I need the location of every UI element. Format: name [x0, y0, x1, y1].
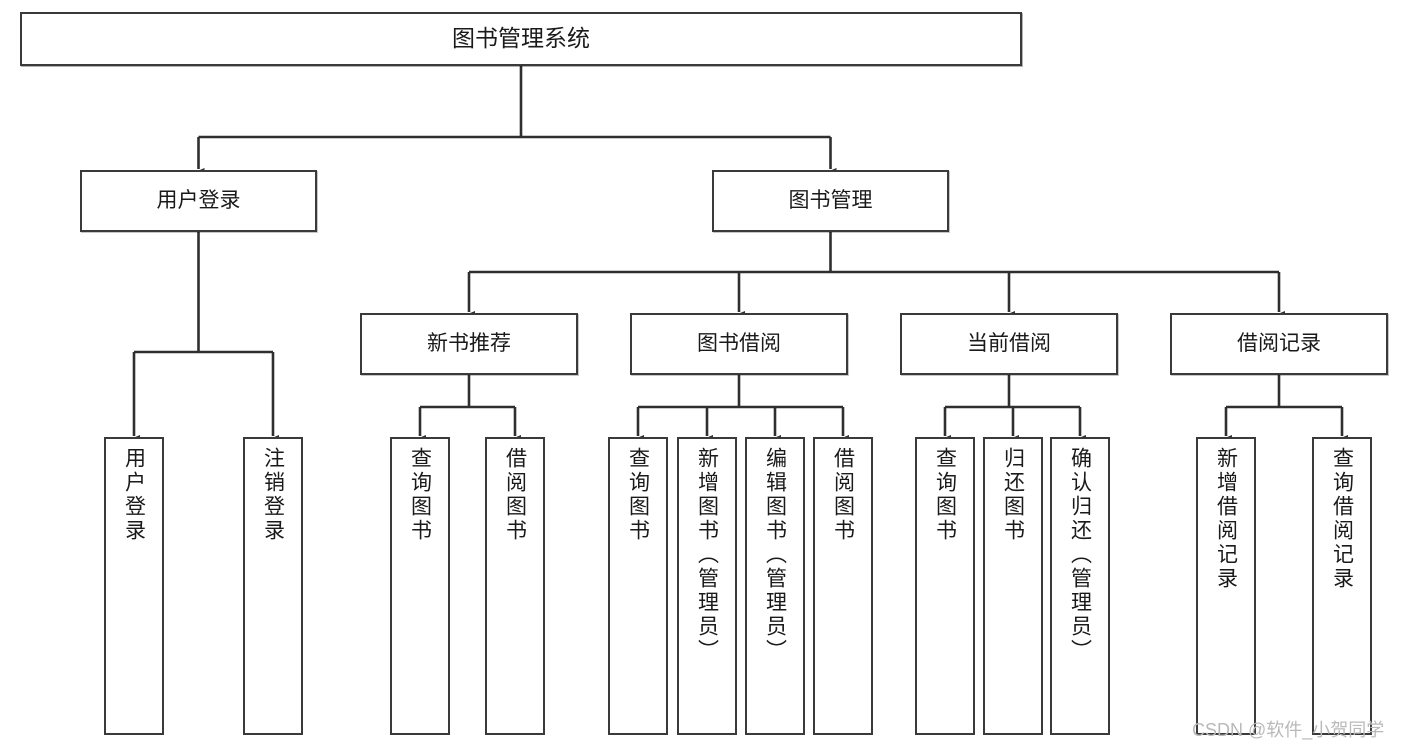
node-leaf-borrow-book-label: 借阅图书: [831, 447, 855, 543]
node-leaf-user-login[interactable]: 用户登录: [104, 437, 164, 735]
node-book-management[interactable]: 图书管理: [712, 170, 949, 232]
node-current-borrow[interactable]: 当前借阅: [900, 313, 1118, 375]
node-borrow-record[interactable]: 借阅记录: [1170, 313, 1388, 375]
node-leaf-borrow-book-recommend[interactable]: 借阅图书: [485, 437, 545, 735]
node-leaf-query-book-borrow[interactable]: 查询图书: [608, 437, 668, 735]
node-leaf-edit-book-admin-label: 编辑图书（管理员）: [763, 447, 787, 663]
node-leaf-query-borrow-record[interactable]: 查询借阅记录: [1312, 437, 1372, 735]
node-current-borrow-label: 当前借阅: [967, 331, 1051, 355]
node-leaf-add-book-admin[interactable]: 新增图书（管理员）: [677, 437, 737, 735]
node-root-system[interactable]: 图书管理系统: [20, 12, 1022, 66]
node-leaf-user-login-label: 用户登录: [122, 447, 146, 543]
node-leaf-add-book-admin-label: 新增图书（管理员）: [695, 447, 719, 663]
node-root-label: 图书管理系统: [452, 25, 590, 52]
node-leaf-borrow-book-recommend-label: 借阅图书: [503, 447, 527, 543]
node-leaf-add-borrow-record[interactable]: 新增借阅记录: [1196, 437, 1256, 735]
node-leaf-query-book-recommend-label: 查询图书: [408, 447, 432, 543]
node-borrow-record-label: 借阅记录: [1237, 331, 1321, 355]
node-book-management-label: 图书管理: [788, 188, 873, 212]
watermark-text: CSDN @软件_小贺同学: [1192, 720, 1385, 740]
node-leaf-query-book-recommend[interactable]: 查询图书: [390, 437, 450, 735]
node-user-login[interactable]: 用户登录: [80, 170, 317, 232]
node-leaf-confirm-return-admin[interactable]: 确认归还（管理员）: [1050, 437, 1110, 735]
node-leaf-edit-book-admin[interactable]: 编辑图书（管理员）: [745, 437, 805, 735]
node-leaf-logout-login-label: 注销登录: [261, 447, 285, 543]
node-book-borrow[interactable]: 图书借阅: [630, 313, 848, 375]
node-book-borrow-label: 图书借阅: [697, 331, 781, 355]
node-leaf-query-borrow-record-label: 查询借阅记录: [1330, 447, 1354, 591]
node-leaf-return-book[interactable]: 归还图书: [983, 437, 1043, 735]
node-user-login-label: 用户登录: [156, 188, 241, 212]
node-leaf-borrow-book[interactable]: 借阅图书: [813, 437, 873, 735]
node-leaf-add-borrow-record-label: 新增借阅记录: [1214, 447, 1238, 591]
node-leaf-query-book-current-label: 查询图书: [933, 447, 957, 543]
node-leaf-logout-login[interactable]: 注销登录: [243, 437, 303, 735]
node-leaf-query-book-borrow-label: 查询图书: [626, 447, 650, 543]
node-leaf-return-book-label: 归还图书: [1001, 447, 1025, 543]
node-leaf-confirm-return-admin-label: 确认归还（管理员）: [1068, 447, 1092, 663]
node-new-book-recommend-label: 新书推荐: [427, 331, 511, 355]
node-new-book-recommend[interactable]: 新书推荐: [360, 313, 578, 375]
node-leaf-query-book-current[interactable]: 查询图书: [915, 437, 975, 735]
